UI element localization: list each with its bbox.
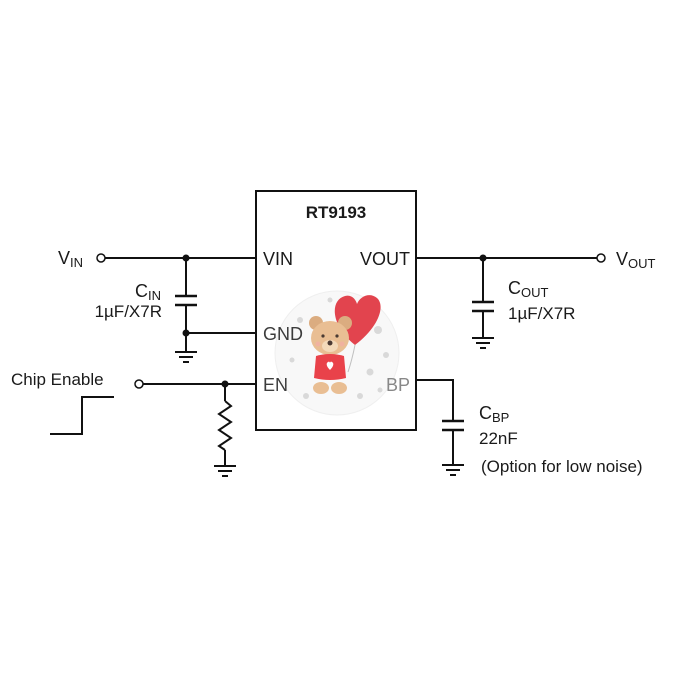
pulldown-resistor — [217, 400, 233, 451]
wires — [50, 190, 597, 477]
junction-dot — [182, 329, 190, 337]
cin-value: 1µF/X7R — [95, 302, 162, 321]
chip-part-number: RT9193 — [306, 203, 366, 222]
cout-value: 1µF/X7R — [508, 304, 575, 323]
cbp-note: (Option for low noise) — [481, 457, 643, 476]
pin-vout-label: VOUT — [360, 249, 410, 269]
ground-icon — [214, 465, 236, 477]
pin-gnd-label: GND — [263, 324, 303, 344]
pin-bp-label: BP — [386, 375, 410, 395]
ground-icon — [442, 464, 464, 476]
cin-label: CIN — [135, 281, 161, 303]
vout-terminal-label: VOUT — [616, 249, 656, 271]
junctions — [182, 254, 487, 388]
bp-wire — [416, 379, 454, 421]
cbp-label: CBP — [479, 403, 509, 425]
watermark-bear-balloon — [274, 290, 400, 416]
cbp-value: 22nF — [479, 429, 518, 448]
pin-en-label: EN — [263, 375, 288, 395]
junction-dot — [182, 254, 190, 262]
enable-step-waveform — [50, 396, 114, 435]
chip-body — [255, 190, 417, 431]
junction-dot — [221, 380, 229, 388]
vin-terminal — [96, 253, 106, 263]
chip-enable-terminal — [134, 379, 144, 389]
vin-terminal-label: VIN — [58, 248, 83, 270]
pin-vin-label: VIN — [263, 249, 293, 269]
ground-icon — [175, 351, 197, 363]
vout-terminal — [596, 253, 606, 263]
cout-label: COUT — [508, 278, 549, 300]
chip-enable-label: Chip Enable — [11, 370, 104, 389]
ground-icon — [472, 337, 494, 349]
junction-dot — [479, 254, 487, 262]
